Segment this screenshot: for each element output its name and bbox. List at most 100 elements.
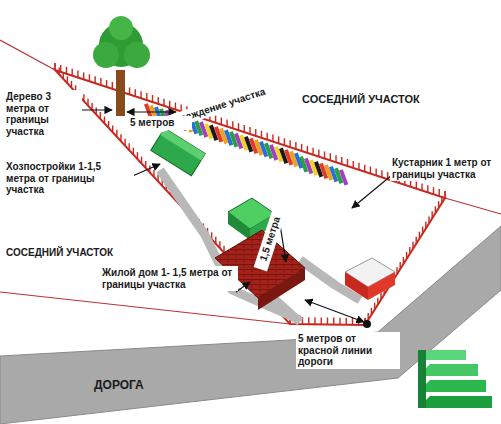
fence-picket bbox=[66, 67, 67, 74]
fence-picket bbox=[318, 150, 319, 157]
road bbox=[0, 226, 501, 424]
fence-picket bbox=[146, 93, 147, 100]
fence-picket bbox=[135, 89, 136, 96]
fence-picket bbox=[87, 99, 88, 106]
fence-picket bbox=[72, 69, 73, 76]
fence-picket bbox=[83, 72, 84, 79]
fence-picket bbox=[352, 318, 353, 325]
fence-picket bbox=[60, 65, 61, 72]
fence-picket bbox=[104, 116, 105, 123]
fence-picket bbox=[100, 112, 101, 119]
tree bbox=[93, 16, 150, 116]
label: 5 метров bbox=[128, 116, 192, 130]
fence-picket bbox=[267, 133, 268, 140]
fence-picket bbox=[152, 95, 153, 102]
fence-picket bbox=[120, 134, 121, 141]
fence-picket bbox=[381, 170, 382, 177]
fence-picket bbox=[335, 155, 336, 162]
logo bbox=[418, 350, 492, 408]
fence-picket bbox=[308, 317, 309, 324]
fence-picket bbox=[374, 303, 375, 310]
fence-picket bbox=[215, 237, 216, 244]
fence-picket bbox=[419, 232, 420, 239]
fence-picket bbox=[129, 143, 130, 150]
label: Кустарник 1 метр от границы участка bbox=[390, 156, 498, 181]
red-line-point bbox=[363, 320, 371, 328]
fence-picket bbox=[433, 187, 434, 194]
outbuilding bbox=[151, 128, 205, 175]
fence-picket bbox=[370, 167, 371, 174]
fence-picket bbox=[284, 138, 285, 145]
fence-picket bbox=[141, 157, 142, 164]
fence-picket bbox=[346, 318, 347, 325]
fence-picket bbox=[358, 318, 359, 325]
fence-picket bbox=[396, 267, 397, 274]
label: Дерево 3 метра от границы участка bbox=[4, 90, 82, 138]
fence-picket bbox=[412, 242, 413, 249]
fence-picket bbox=[324, 151, 325, 158]
fence-picket bbox=[439, 189, 440, 196]
fence-picket bbox=[133, 148, 134, 155]
fence-picket bbox=[371, 308, 372, 315]
fence-picket bbox=[124, 139, 125, 146]
fence-picket bbox=[215, 116, 216, 123]
fence-picket bbox=[375, 168, 376, 175]
label: Жилой дом 1- 1,5 метра от границы участк… bbox=[100, 266, 238, 291]
fence-picket bbox=[289, 140, 290, 147]
fence-picket bbox=[416, 237, 417, 244]
fence-picket bbox=[238, 123, 239, 130]
fence-picket bbox=[278, 136, 279, 143]
fence-picket bbox=[100, 78, 101, 85]
fence-picket bbox=[112, 125, 113, 132]
fence-picket bbox=[158, 97, 159, 104]
garden-paths bbox=[160, 170, 360, 322]
fence-picket bbox=[295, 142, 296, 149]
fence-picket bbox=[312, 148, 313, 155]
fence-picket bbox=[58, 67, 59, 74]
fence-picket bbox=[169, 101, 170, 108]
fence-picket bbox=[307, 146, 308, 153]
fence-picket bbox=[249, 127, 250, 134]
shrub bbox=[339, 169, 348, 185]
fence-picket bbox=[54, 63, 55, 70]
fence-picket bbox=[140, 91, 141, 98]
fence-picket bbox=[63, 72, 64, 79]
fence-picket bbox=[145, 161, 146, 168]
fence-picket bbox=[428, 216, 429, 223]
fence-picket bbox=[219, 241, 220, 248]
fence-picket bbox=[244, 125, 245, 132]
boundary-lines bbox=[0, 40, 501, 324]
fence-picket bbox=[330, 153, 331, 160]
fence-picket bbox=[406, 252, 407, 259]
fence-picket bbox=[226, 119, 227, 126]
fence-picket bbox=[112, 82, 113, 89]
fence-picket bbox=[301, 144, 302, 151]
fence-picket bbox=[432, 211, 433, 218]
fence-picket bbox=[377, 298, 378, 305]
fence-picket bbox=[422, 227, 423, 234]
fence-picket bbox=[403, 257, 404, 264]
fence-picket bbox=[427, 185, 428, 192]
fence-picket bbox=[163, 99, 164, 106]
fence-picket bbox=[175, 103, 176, 110]
fence-picket bbox=[327, 318, 328, 325]
fence-picket bbox=[71, 81, 72, 88]
fence-picket bbox=[341, 157, 342, 164]
fence-picket bbox=[54, 63, 55, 70]
fence-picket bbox=[91, 103, 92, 110]
fence-picket bbox=[77, 71, 78, 78]
fence-picket bbox=[314, 317, 315, 324]
fence-picket bbox=[255, 129, 256, 136]
fence-picket bbox=[272, 135, 273, 142]
fence-picket bbox=[353, 161, 354, 168]
fence-picket bbox=[261, 131, 262, 138]
fence-picket bbox=[116, 130, 117, 137]
fence-picket bbox=[380, 293, 381, 300]
fence-picket bbox=[94, 76, 95, 83]
leader-lines bbox=[79, 110, 392, 322]
fence-picket bbox=[368, 313, 369, 320]
label: ДОРОГА bbox=[92, 378, 176, 394]
fence-picket bbox=[321, 317, 322, 324]
